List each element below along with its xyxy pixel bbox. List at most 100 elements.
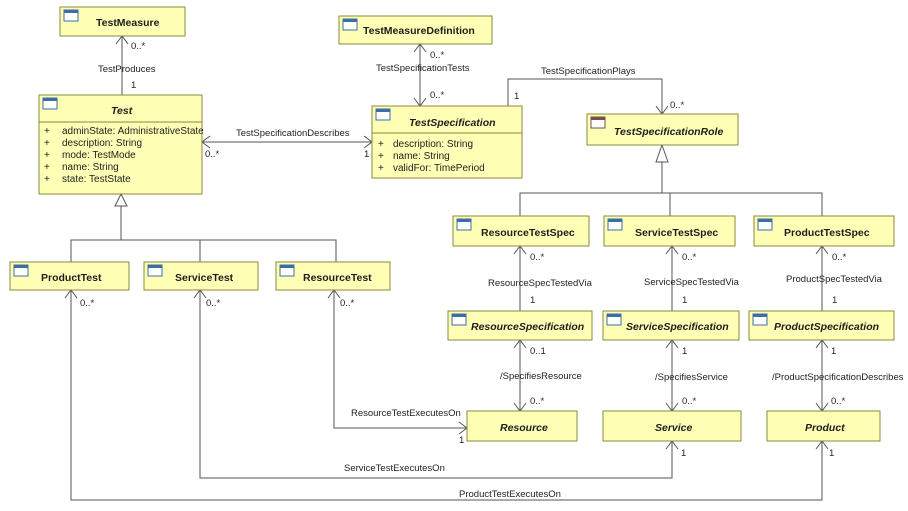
mult-ss-bottom: 0..* bbox=[682, 396, 697, 407]
label-resource-spec-tested-via: ResourceSpecTestedVia bbox=[488, 278, 593, 289]
mult-sstv-bottom: 1 bbox=[682, 295, 687, 306]
class-icon-bar bbox=[607, 314, 621, 317]
class-icon-bar bbox=[14, 265, 28, 268]
label-specifies-resource: /SpecifiesResource bbox=[500, 371, 582, 382]
mult-tsd-test: 0..* bbox=[205, 149, 220, 160]
class-test-specification-role[interactable]: TestSpecificationRole bbox=[586, 113, 739, 146]
label-test-specification-plays: TestSpecificationPlays bbox=[541, 66, 636, 77]
class-name: ProductSpecification bbox=[774, 321, 879, 333]
class-name: TestSpecification bbox=[409, 117, 496, 129]
class-icon-bar bbox=[457, 219, 471, 222]
attribute: name: String bbox=[393, 151, 450, 162]
class-test[interactable]: Test + + + + + adminState: Administrativ… bbox=[38, 94, 204, 195]
mult-steo-test: 0..* bbox=[206, 298, 221, 309]
class-icon-bar bbox=[64, 10, 78, 13]
class-product-specification[interactable]: ProductSpecification bbox=[748, 310, 895, 341]
edge-product-test-executes-on bbox=[70, 290, 823, 501]
label-product-specification-describes: /ProductSpecificationDescribes bbox=[772, 372, 904, 383]
class-icon-bar bbox=[591, 117, 605, 120]
class-test-measure-definition[interactable]: TestMeasureDefinition bbox=[338, 15, 493, 45]
visibility-marker: + bbox=[378, 151, 384, 162]
class-icon-bar bbox=[343, 19, 357, 22]
class-test-specification[interactable]: TestSpecification + + + description: Str… bbox=[371, 105, 523, 179]
mult-test-produces-source: 1 bbox=[131, 80, 136, 91]
class-name: ServiceSpecification bbox=[626, 321, 729, 333]
mult-test-produces-target: 0..* bbox=[131, 41, 146, 52]
label-test-produces: TestProduces bbox=[98, 64, 156, 75]
mult-rstv-bottom: 1 bbox=[530, 295, 535, 306]
label-specifies-service: /SpecifiesService bbox=[655, 372, 728, 383]
mult-tsd-spec: 1 bbox=[364, 149, 369, 160]
mult-rteo-target: 1 bbox=[459, 435, 464, 446]
class-resource-test-spec[interactable]: ResourceTestSpec bbox=[452, 215, 590, 247]
class-name: ResourceTestSpec bbox=[481, 227, 575, 239]
class-product-test-spec[interactable]: ProductTestSpec bbox=[753, 215, 895, 247]
class-name: TestMeasure bbox=[96, 17, 160, 29]
class-icon-bar bbox=[43, 98, 57, 101]
attribute: description: String bbox=[393, 139, 473, 150]
label-test-specification-tests: TestSpecificationTests bbox=[376, 63, 470, 74]
mult-tsp-source: 1 bbox=[514, 91, 519, 102]
class-service-test[interactable]: ServiceTest bbox=[143, 261, 259, 291]
visibility-marker: + bbox=[44, 138, 50, 149]
mult-rteo-test: 0..* bbox=[340, 298, 355, 309]
class-icon-bar bbox=[753, 314, 767, 317]
label-product-test-executes-on: ProductTestExecutesOn bbox=[459, 489, 561, 500]
label-service-test-executes-on: ServiceTestExecutesOn bbox=[344, 463, 445, 474]
class-name: ServiceTest bbox=[175, 272, 234, 284]
mult-tst-top: 0..* bbox=[430, 50, 445, 61]
class-service[interactable]: Service bbox=[602, 410, 742, 442]
visibility-marker: + bbox=[44, 150, 50, 161]
class-name: ProductTest bbox=[41, 272, 102, 284]
mult-ss-top: 1 bbox=[682, 346, 687, 357]
attribute: description: String bbox=[62, 138, 142, 149]
attribute: mode: TestMode bbox=[62, 150, 136, 161]
class-test-measure[interactable]: TestMeasure bbox=[59, 6, 186, 37]
mult-psd-top: 1 bbox=[831, 346, 836, 357]
mult-pstv-bottom: 1 bbox=[832, 295, 837, 306]
generalization-triangle-role bbox=[655, 143, 669, 163]
class-name: Resource bbox=[500, 422, 548, 434]
class-name: ResourceSpecification bbox=[471, 321, 584, 333]
class-service-test-spec[interactable]: ServiceTestSpec bbox=[603, 215, 736, 247]
label-product-spec-tested-via: ProductSpecTestedVia bbox=[786, 274, 883, 285]
class-resource[interactable]: Resource bbox=[466, 410, 578, 442]
mult-pteo-target: 1 bbox=[829, 448, 834, 459]
label-service-spec-tested-via: ServiceSpecTestedVia bbox=[644, 277, 740, 288]
mult-tst-bottom: 0..* bbox=[430, 90, 445, 101]
class-icon-bar bbox=[452, 314, 466, 317]
mult-rstv-top: 0..* bbox=[530, 252, 545, 263]
edge-service-test-executes-on bbox=[199, 290, 673, 479]
class-resource-specification[interactable]: ResourceSpecification bbox=[447, 310, 593, 341]
class-product[interactable]: Product bbox=[766, 410, 881, 442]
attribute: state: TestState bbox=[62, 174, 131, 185]
class-resource-test[interactable]: ResourceTest bbox=[275, 261, 391, 291]
label-resource-test-executes-on: ResourceTestExecutesOn bbox=[351, 408, 461, 419]
class-icon-bar bbox=[376, 109, 390, 112]
class-name: Service bbox=[655, 422, 693, 434]
edge-gen-test-bus bbox=[70, 239, 337, 262]
mult-tsp-target: 0..* bbox=[670, 100, 685, 111]
class-name: ProductTestSpec bbox=[784, 227, 870, 239]
label-test-specification-describes: TestSpecificationDescribes bbox=[236, 128, 350, 139]
mult-steo-target: 1 bbox=[681, 448, 686, 459]
association-labels: TestProduces 0..* 1 TestSpecificationTes… bbox=[80, 41, 904, 500]
mult-psd-bottom: 0..* bbox=[831, 396, 846, 407]
edge-resource-test-executes-on bbox=[333, 290, 467, 429]
class-name: Product bbox=[805, 422, 845, 434]
attribute: adminState: AdministrativeState bbox=[62, 126, 204, 137]
class-product-test[interactable]: ProductTest bbox=[9, 261, 130, 291]
class-icon-bar bbox=[280, 265, 294, 268]
class-icon-bar bbox=[148, 265, 162, 268]
class-name: ResourceTest bbox=[303, 272, 372, 284]
mult-sstv-top: 0..* bbox=[682, 252, 697, 263]
class-icon-bar bbox=[608, 219, 622, 222]
visibility-marker: + bbox=[44, 126, 50, 137]
generalization-triangle-test bbox=[114, 192, 128, 207]
visibility-marker: + bbox=[378, 139, 384, 150]
class-name: ServiceTestSpec bbox=[635, 227, 718, 239]
class-service-specification[interactable]: ServiceSpecification bbox=[602, 310, 740, 341]
class-icon-bar bbox=[758, 219, 772, 222]
mult-sr-bottom: 0..* bbox=[530, 396, 545, 407]
